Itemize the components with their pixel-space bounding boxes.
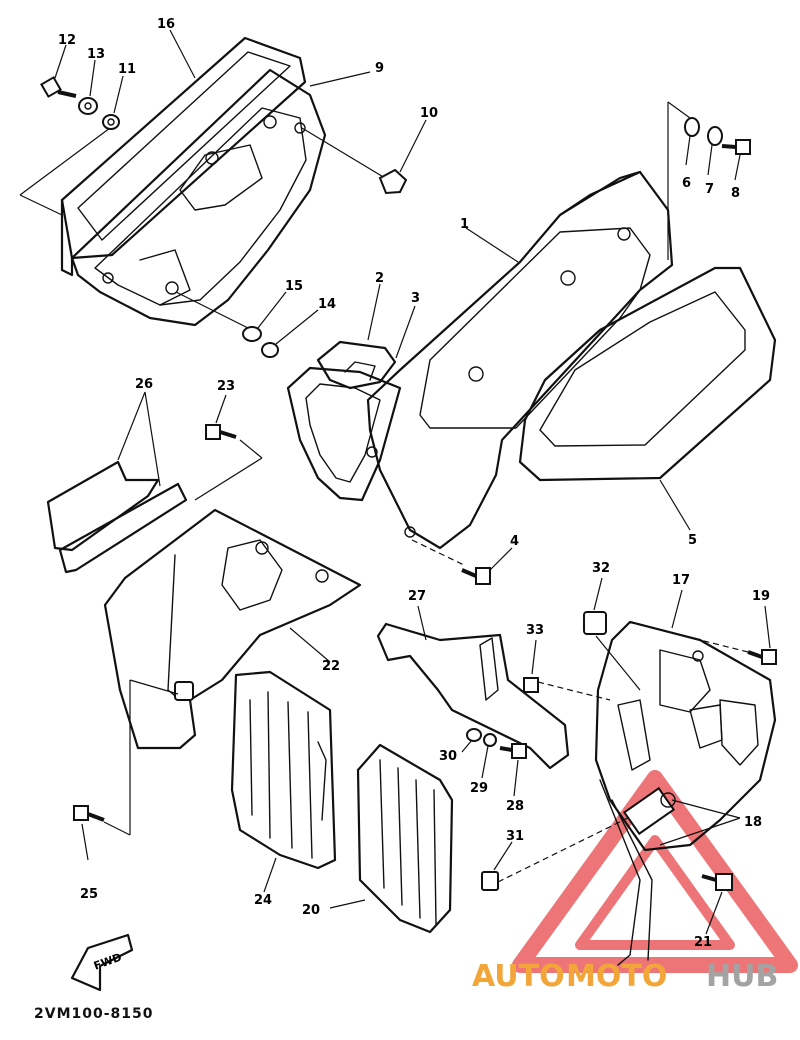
watermark-brand-text: AUTO MOTO HUB: [472, 959, 778, 994]
callout-21: 21: [694, 935, 712, 950]
part-4-bolt: [461, 567, 491, 585]
callout-3: 3: [411, 291, 420, 306]
callout-1: 1: [460, 217, 469, 232]
part-20-radiator-guard: [356, 743, 454, 934]
part-1-right-side-cover: [366, 170, 674, 550]
part-23-bolt: [205, 424, 237, 440]
callout-8: 8: [731, 186, 740, 201]
fwd-label: FWD: [92, 951, 123, 973]
part-3-duct: [286, 366, 402, 502]
callout-18: 18: [744, 815, 762, 830]
part-27-bracket: [376, 622, 570, 770]
callout-11: 11: [118, 62, 136, 77]
watermark-moto: MOTO: [566, 959, 667, 994]
part-31-grommet: [481, 871, 499, 891]
callout-4: 4: [510, 534, 519, 549]
callout-17: 17: [672, 573, 690, 588]
part-14-nut: [261, 342, 279, 358]
watermark-auto: AUTO: [472, 959, 565, 994]
part-26-decal: [46, 460, 188, 574]
callout-29: 29: [470, 781, 488, 796]
part-30-collar: [466, 728, 482, 742]
callout-5: 5: [688, 533, 697, 548]
fwd-arrow-icon: FWD: [70, 933, 134, 992]
part-29-washer: [483, 733, 497, 747]
part-28-bolt: [499, 743, 527, 759]
callout-28: 28: [506, 799, 524, 814]
callout-22: 22: [322, 659, 340, 674]
part-15-washer: [242, 326, 262, 342]
callout-2: 2: [375, 271, 384, 286]
callouts: 12 13 11 16 9 10 6 7 8 1 2 3 15 14 26 23…: [58, 17, 770, 950]
callout-33: 33: [526, 623, 544, 638]
part-19-bolt: [747, 649, 777, 665]
part-5-decal: [518, 266, 777, 482]
part-11-grommet: [102, 114, 120, 130]
part-2-seal: [316, 340, 397, 390]
part-9-left-side-cover: [70, 68, 327, 327]
callout-14: 14: [318, 297, 336, 312]
callout-6: 6: [682, 176, 691, 191]
callout-25: 25: [80, 887, 98, 902]
part-13-washer: [78, 97, 98, 115]
callout-30: 30: [439, 749, 457, 764]
callout-12: 12: [58, 33, 76, 48]
callout-19: 19: [752, 589, 770, 604]
callout-10: 10: [420, 106, 438, 121]
part-33-bolt: [523, 677, 539, 693]
watermark-logo: [512, 770, 798, 973]
diagram-code: 2VM100-8150: [34, 1006, 154, 1022]
part-12-bolt: [40, 76, 77, 98]
part-17-right-shroud: [594, 620, 777, 966]
callout-15: 15: [285, 279, 303, 294]
callout-9: 9: [375, 61, 384, 76]
part-16-decal: [60, 36, 307, 277]
callout-16: 16: [157, 17, 175, 32]
watermark-hub: HUB: [706, 959, 778, 994]
part-25-bolt: [73, 805, 105, 822]
callout-13: 13: [87, 47, 105, 62]
part-10-cap: [378, 168, 408, 195]
part-7-collar: [707, 126, 723, 146]
part-8-bolt: [721, 139, 751, 155]
part-24-radiator-guard: [230, 670, 337, 870]
part-21-bolt: [701, 873, 733, 891]
callout-32: 32: [592, 561, 610, 576]
callout-31: 31: [506, 829, 524, 844]
callout-26: 26: [135, 377, 153, 392]
callout-27: 27: [408, 589, 426, 604]
callout-23: 23: [217, 379, 235, 394]
callout-7: 7: [705, 182, 714, 197]
callout-20: 20: [302, 903, 320, 918]
part-32-nut: [583, 611, 607, 635]
part-6-washer: [684, 117, 700, 137]
part-22-left-shroud: [103, 508, 362, 750]
callout-24: 24: [254, 893, 272, 908]
